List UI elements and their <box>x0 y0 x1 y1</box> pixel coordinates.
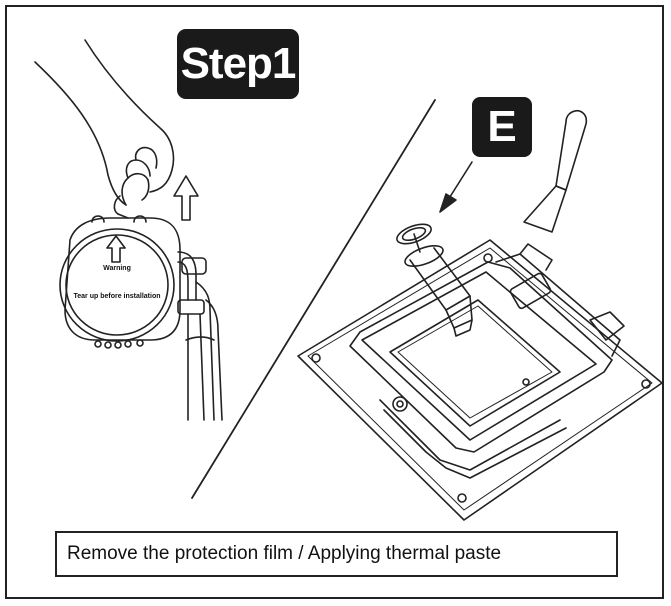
motherboard-socket-drawing <box>297 239 663 521</box>
pump-instruction-label: Tear up before installation <box>74 293 161 300</box>
caption-box: Remove the protection film / Applying th… <box>55 531 618 577</box>
hand-drawing <box>34 39 175 219</box>
arrow-up-icon <box>173 175 199 221</box>
pump-tubes-drawing <box>177 251 223 421</box>
arrow-down-icon <box>439 161 473 213</box>
divider-line <box>191 99 436 499</box>
pump-warning-label: Warning <box>103 265 131 272</box>
pump-head-drawing <box>59 215 181 349</box>
step-badge: Step1 <box>177 29 299 99</box>
caption-text: Remove the protection film / Applying th… <box>67 543 502 564</box>
spatula-drawing <box>523 109 588 233</box>
syringe-drawing <box>396 223 473 337</box>
label-e-badge: E <box>472 97 532 157</box>
